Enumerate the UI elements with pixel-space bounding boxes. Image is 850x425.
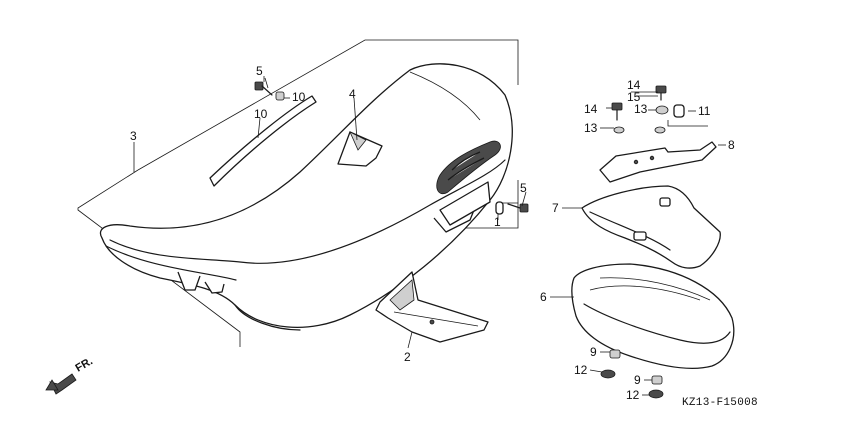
callout-14-top: 14 [627,78,641,92]
tank-tray [581,185,721,269]
tank-bracket [599,141,717,183]
callout-3: 4 [349,87,356,101]
callout-14-left: 14 [584,102,598,116]
callout-2: 3 [130,129,137,143]
seat-decal-patch [337,131,383,167]
callout-13-mid: 13 [634,102,648,116]
seat [99,63,513,331]
fasteners-top-right [611,85,708,134]
callout-12-top: 12 [574,363,588,377]
callout-4: 10 [254,107,268,121]
leader-lines [133,76,726,396]
drawing-code: KZ13-F15008 [682,397,758,409]
callout-1: 2 [404,350,411,364]
callout-5-right: 1 [494,215,501,229]
callout-6: 6 [540,290,547,304]
seat-logo-decal [436,140,501,194]
seat-bracket [375,271,489,343]
callout-12-bottom: 12 [626,388,640,402]
callout-15: 15 [627,90,641,104]
callout-9-bottom: 9 [634,373,641,387]
callout-8: 8 [728,138,735,152]
front-arrow-icon [45,373,77,395]
callout-9-top: 9 [590,345,597,359]
front-direction-label: FR. [74,355,95,374]
tool-bag [571,263,735,370]
bolt-collar-top [254,77,285,101]
callout-5-top: 10 [292,90,306,104]
callout-11: 11 [698,104,711,118]
callout-10-right: 5 [520,181,527,195]
callout-7: 7 [552,201,559,215]
bolt-collar-right [495,201,529,215]
callouts: 3 4 10 5 10 5 1 2 14 15 14 13 11 13 8 7 … [74,64,758,409]
callout-10-top: 5 [256,64,263,78]
seat-strap [209,95,317,187]
callout-13-left: 13 [584,121,598,135]
